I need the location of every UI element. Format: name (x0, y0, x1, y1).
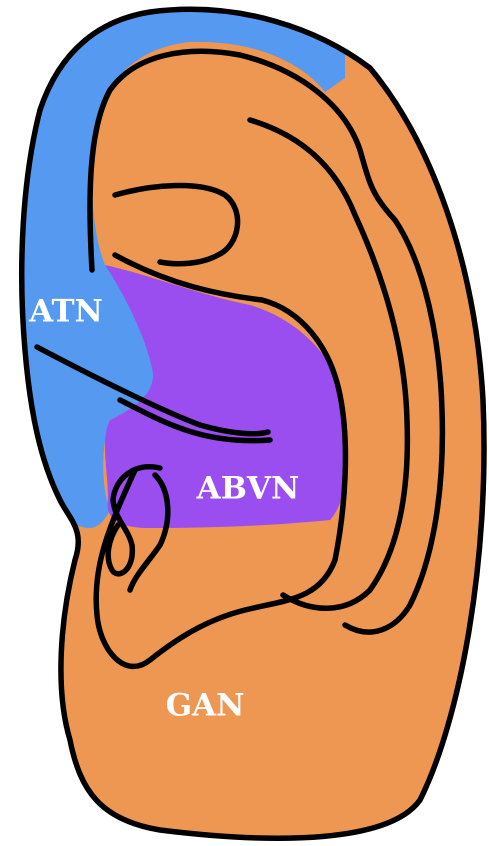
label-abvn: ABVN (196, 471, 300, 507)
label-atn: ATN (28, 294, 103, 330)
label-gan: GAN (166, 688, 245, 724)
